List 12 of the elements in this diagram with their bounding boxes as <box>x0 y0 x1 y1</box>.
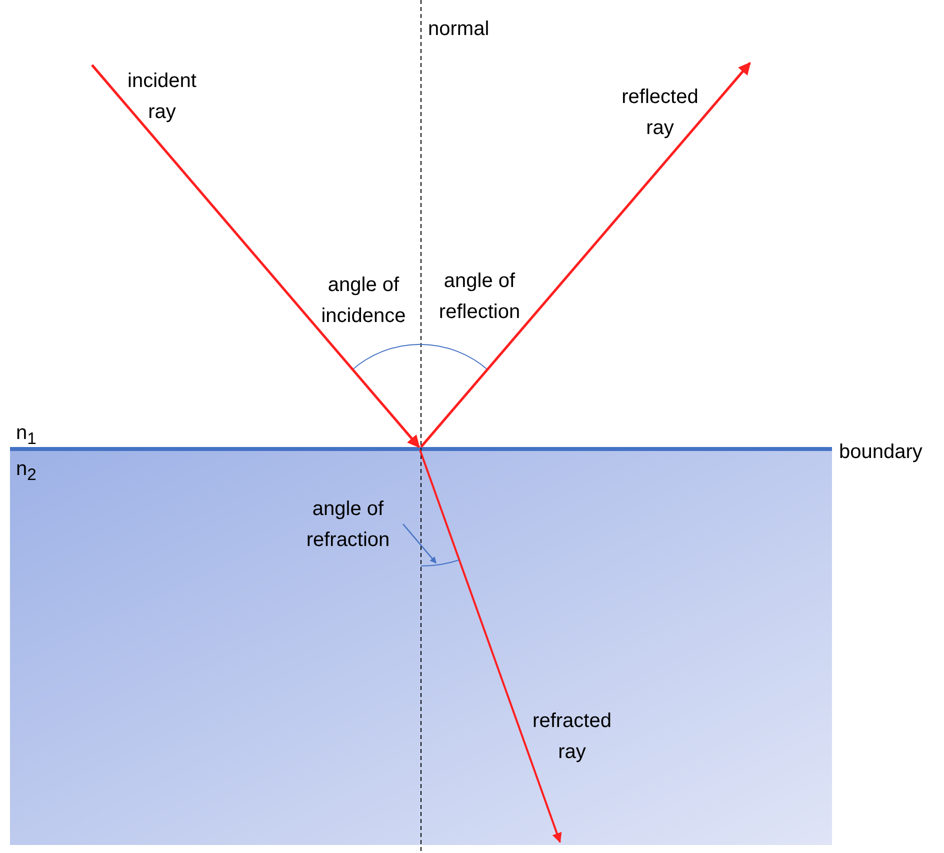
axis-label: normal <box>428 17 490 42</box>
angle-label: angle of refraction <box>293 494 403 556</box>
ray-label: refracted ray <box>532 709 612 765</box>
ray-label: incident ray <box>126 69 198 125</box>
leader-line <box>402 524 436 564</box>
angle-label: angle of reflection <box>438 269 522 325</box>
angle-label: angle of incidence <box>320 273 407 329</box>
refraction-angle-arc <box>420 560 460 566</box>
ray-label: reflected ray <box>620 85 700 141</box>
medium-label: n$_{1}$ <box>16 421 38 450</box>
boundary-label: boundary <box>839 440 924 465</box>
medium-label: n$_{2}$ <box>16 457 38 486</box>
